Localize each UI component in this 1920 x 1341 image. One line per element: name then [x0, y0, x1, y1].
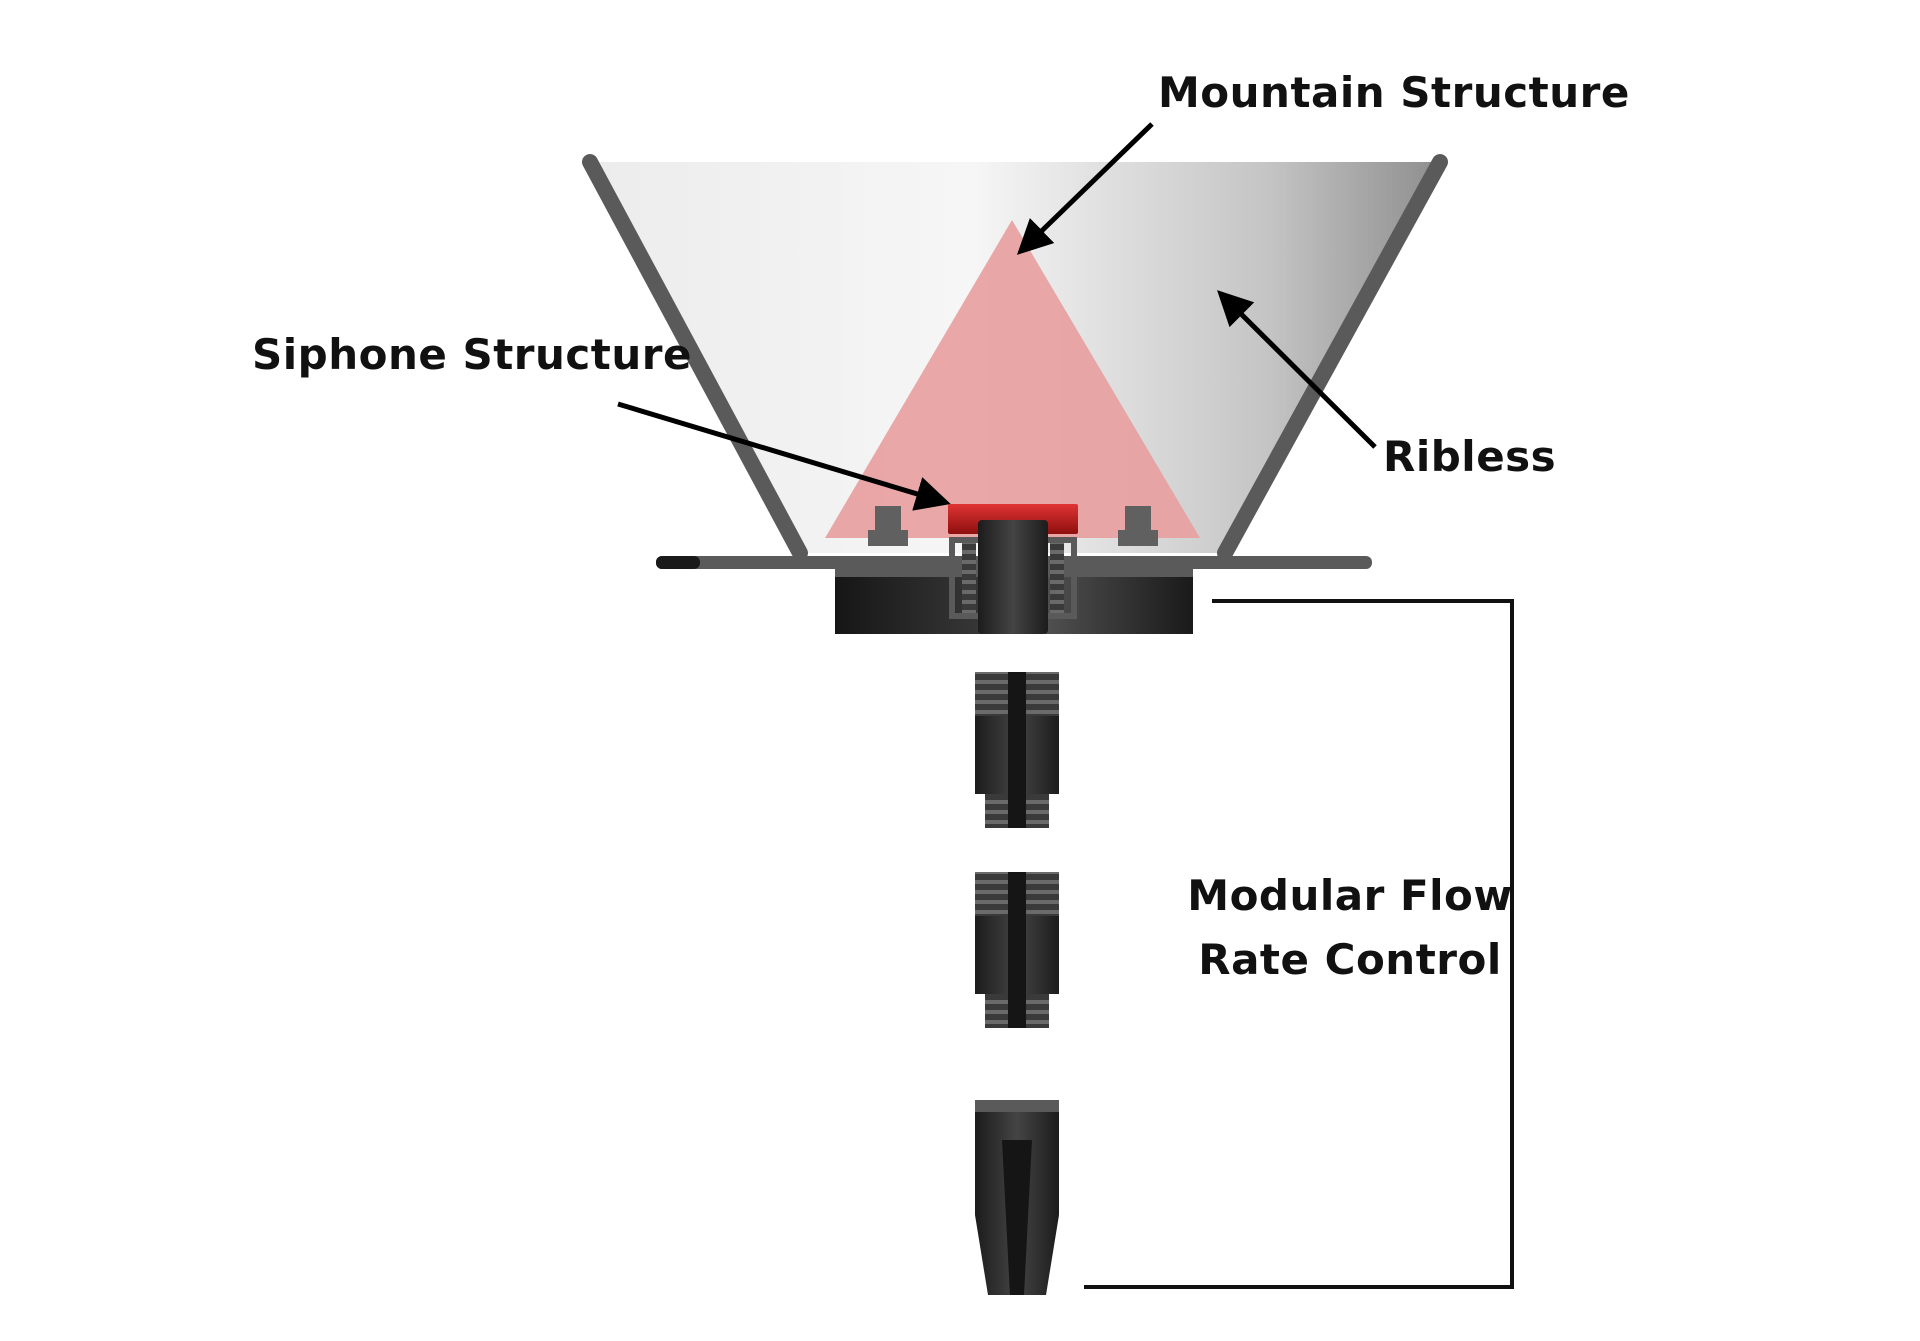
arrow-siphone [617, 401, 951, 511]
mountain-structure [825, 220, 1200, 538]
label-siphone-structure: Siphone Structure [252, 330, 692, 379]
label-ribless: Ribless [1383, 432, 1557, 481]
arrow-mountain [1016, 122, 1154, 255]
label-modular-line2: Rate Control [1198, 935, 1502, 984]
nozzle-segment-2 [975, 872, 1059, 1028]
arrow-ribless [1217, 290, 1377, 449]
modular-flow-bracket [1084, 599, 1514, 1289]
base-socket-threads-left [962, 540, 976, 616]
label-modular-line1: Modular Flow [1187, 871, 1513, 920]
nozzle-tip [975, 1100, 1059, 1295]
base-socket-threads-right [1050, 540, 1064, 616]
nozzle-segment-1 [975, 672, 1059, 828]
flange-tab [656, 556, 700, 569]
inner-post-right-cap [1118, 530, 1158, 546]
label-modular-flow-rate-control: Modular Flow Rate Control [1170, 864, 1530, 992]
cone-wall-right [1217, 154, 1448, 561]
cone-wall-left [582, 154, 808, 561]
inner-post-left-cap [868, 530, 908, 546]
siphon-tube [978, 520, 1048, 634]
label-mountain-structure: Mountain Structure [1158, 68, 1630, 117]
